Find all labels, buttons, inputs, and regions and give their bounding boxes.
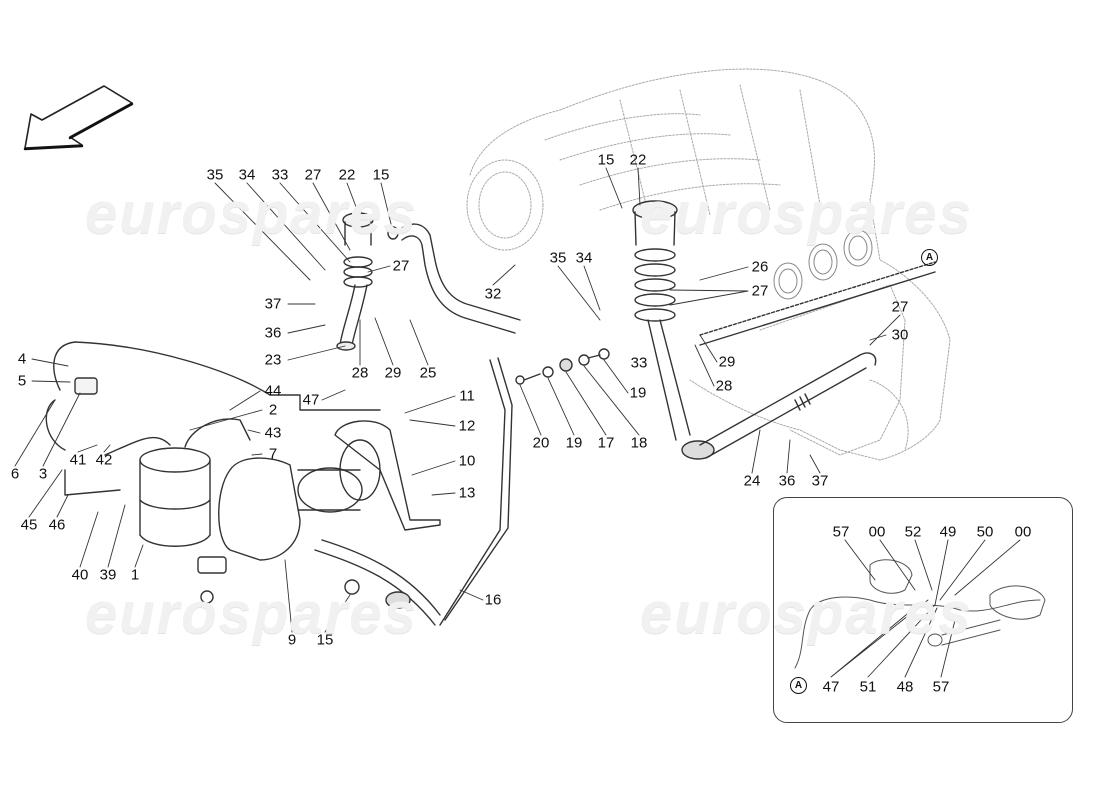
connector-plug: [197, 556, 227, 604]
callout-22: 22: [338, 166, 356, 184]
callout-52: 52: [904, 523, 922, 541]
callout-23: 23: [264, 351, 282, 369]
inset-reference-marker-a: A: [790, 677, 807, 694]
callout-46: 46: [48, 516, 66, 534]
callout-16: 16: [484, 591, 502, 609]
callout-27: 27: [304, 166, 322, 184]
callout-36: 36: [264, 324, 282, 342]
callout-5: 5: [17, 372, 27, 390]
inset-exhaust-sketch: [794, 559, 1046, 669]
callout-51: 51: [859, 678, 877, 696]
callout-9: 9: [287, 631, 297, 649]
callout-00: 00: [868, 523, 886, 541]
callout-29: 29: [718, 353, 736, 371]
callout-33: 33: [630, 354, 648, 372]
callout-22: 22: [629, 151, 647, 169]
callout-45: 45: [20, 516, 38, 534]
inset-leader-lines: [830, 539, 1021, 678]
exhaust-manifold-outline: [759, 284, 909, 456]
callout-29: 29: [384, 364, 402, 382]
callout-26: 26: [751, 258, 769, 276]
air-tube-24: [699, 352, 877, 459]
watermark-top-left: eurospares: [85, 181, 418, 246]
callout-37: 37: [264, 295, 282, 313]
callout-15: 15: [316, 631, 334, 649]
callout-28: 28: [715, 377, 733, 395]
callout-15: 15: [372, 166, 390, 184]
callout-49: 49: [939, 523, 957, 541]
callout-37: 37: [811, 472, 829, 490]
engine-intake-manifold-outline: [466, 68, 951, 461]
callout-44: 44: [264, 382, 282, 400]
solenoid-valve: [74, 377, 98, 395]
callout-24: 24: [743, 472, 761, 490]
callout-3: 3: [38, 465, 48, 483]
callout-47: 47: [822, 678, 840, 696]
callout-25: 25: [419, 364, 437, 382]
callout-57: 57: [832, 523, 850, 541]
callout-34: 34: [238, 166, 256, 184]
callout-7: 7: [268, 445, 278, 463]
callout-00: 00: [1014, 523, 1032, 541]
callout-18: 18: [630, 434, 648, 452]
callout-32: 32: [484, 285, 502, 303]
callout-27: 27: [891, 298, 909, 316]
callout-19: 19: [565, 434, 583, 452]
callout-2: 2: [268, 401, 278, 419]
callout-40: 40: [71, 566, 89, 584]
callout-33: 33: [271, 166, 289, 184]
callout-15: 15: [597, 151, 615, 169]
air-valve-right: [632, 200, 715, 460]
callout-1: 1: [130, 566, 140, 584]
fastener-stack: [515, 348, 610, 385]
callout-48: 48: [896, 678, 914, 696]
callout-19: 19: [629, 384, 647, 402]
callout-10: 10: [458, 452, 476, 470]
callout-35: 35: [549, 249, 567, 267]
callout-20: 20: [532, 434, 550, 452]
callout-30: 30: [891, 326, 909, 344]
callout-28: 28: [351, 364, 369, 382]
reference-pipe-to-A: [699, 261, 936, 346]
detail-inset-panel: [773, 497, 1073, 723]
callout-41: 41: [69, 451, 87, 469]
watermark-bottom-left: eurospares: [85, 581, 418, 646]
callout-27: 27: [751, 282, 769, 300]
direction-arrow-icon: [23, 85, 134, 151]
air-valve-left: [336, 212, 374, 351]
callout-42: 42: [95, 451, 113, 469]
reference-marker-a: A: [921, 249, 938, 266]
callout-12: 12: [458, 417, 476, 435]
callout-57: 57: [932, 678, 950, 696]
callout-47: 47: [302, 391, 320, 409]
exhaust-port-rings: [773, 229, 873, 300]
pump-outlet-hose-16: [314, 357, 513, 626]
callout-50: 50: [976, 523, 994, 541]
vacuum-canister: [139, 447, 211, 547]
vacuum-lines-left: [45, 341, 381, 496]
callout-39: 39: [99, 566, 117, 584]
secondary-air-pump: [218, 457, 363, 561]
callout-11: 11: [459, 387, 475, 405]
watermark-bottom-right: eurospares: [640, 581, 973, 646]
callout-35: 35: [206, 166, 224, 184]
leader-lines: [14, 167, 901, 633]
callout-17: 17: [597, 434, 615, 452]
callout-43: 43: [264, 424, 282, 442]
callout-6: 6: [10, 465, 20, 483]
callout-27: 27: [392, 257, 410, 275]
callout-13: 13: [458, 484, 476, 502]
hose-15-left: [387, 223, 521, 334]
watermark-top-right: eurospares: [640, 181, 973, 246]
callout-34: 34: [575, 249, 593, 267]
clamp-15-bottom: [344, 579, 360, 595]
pump-bracket-10: [334, 420, 441, 531]
callout-4: 4: [17, 350, 27, 368]
callout-36: 36: [778, 472, 796, 490]
